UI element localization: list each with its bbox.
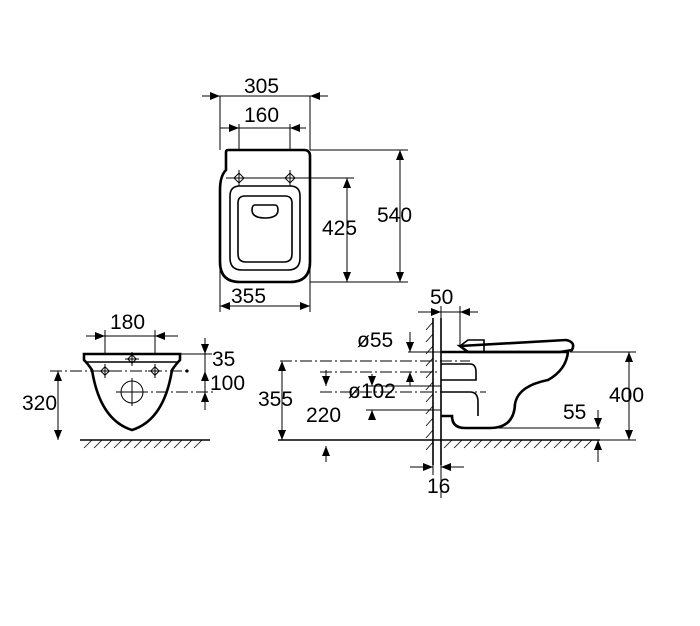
top-view-fixing-hole-left xyxy=(231,170,247,186)
dim-bottom-offset xyxy=(470,410,602,462)
front-view: 180 35 100 320 xyxy=(22,311,245,449)
dim-base-width xyxy=(219,262,311,312)
dim-label-35: 35 xyxy=(212,348,235,371)
side-view-seat xyxy=(456,338,575,354)
top-view-bowl-outline xyxy=(218,148,312,284)
side-view: 50 ø55 ø102 355 xyxy=(258,286,644,498)
dim-label-305: 305 xyxy=(244,75,279,98)
dim-label-55: 55 xyxy=(563,401,586,424)
dim-wall-gap xyxy=(418,306,478,346)
dim-wall-thickness xyxy=(410,460,464,498)
dim-label-425: 425 xyxy=(322,217,357,240)
side-view-outlet xyxy=(441,391,479,416)
side-view-bowl xyxy=(441,350,570,430)
dim-hole-height xyxy=(54,371,62,440)
side-view-wall xyxy=(425,318,442,465)
side-view-inner-trap xyxy=(441,363,477,381)
side-view-floor-hatch xyxy=(443,439,593,449)
top-view-seat-inner xyxy=(237,195,293,263)
dim-inlet-height xyxy=(278,361,286,440)
dim-label-220: 220 xyxy=(306,404,341,427)
front-view-bowl-outline xyxy=(82,352,182,432)
dim-label-400: 400 xyxy=(609,384,644,407)
dim-offsets xyxy=(180,338,212,410)
dim-rim-height xyxy=(570,351,636,441)
dim-bowl-length xyxy=(300,177,354,283)
dim-label-180: 180 xyxy=(110,311,145,334)
dim-label-50: 50 xyxy=(430,286,453,309)
dim-label-16: 16 xyxy=(427,475,450,498)
dim-overall-width xyxy=(202,92,328,150)
dim-label-540: 540 xyxy=(377,204,412,227)
front-view-top-hole xyxy=(125,352,139,366)
dim-label-inlet: ø55 xyxy=(357,329,393,352)
dim-label-160: 160 xyxy=(244,104,279,127)
dim-label-355-side: 355 xyxy=(258,388,293,411)
dim-outlet-diameter xyxy=(366,374,441,420)
dim-outlet-height xyxy=(322,370,330,462)
side-view-hinge xyxy=(459,339,485,352)
top-view-seat-outline xyxy=(229,185,301,271)
top-view-hinge xyxy=(251,204,279,219)
top-view: 305 160 540 425 xyxy=(202,75,412,312)
dim-inlet-diameter xyxy=(406,332,441,386)
dim-hole-spacing xyxy=(86,330,178,354)
dim-label-355: 355 xyxy=(231,285,266,308)
dim-label-outlet: ø102 xyxy=(348,380,396,403)
dim-label-100: 100 xyxy=(210,372,245,395)
dim-label-320: 320 xyxy=(22,392,57,415)
dim-fixing-holes xyxy=(220,124,306,150)
front-view-floor-hatch xyxy=(83,439,203,449)
top-view-fixing-hole-right xyxy=(282,170,298,186)
